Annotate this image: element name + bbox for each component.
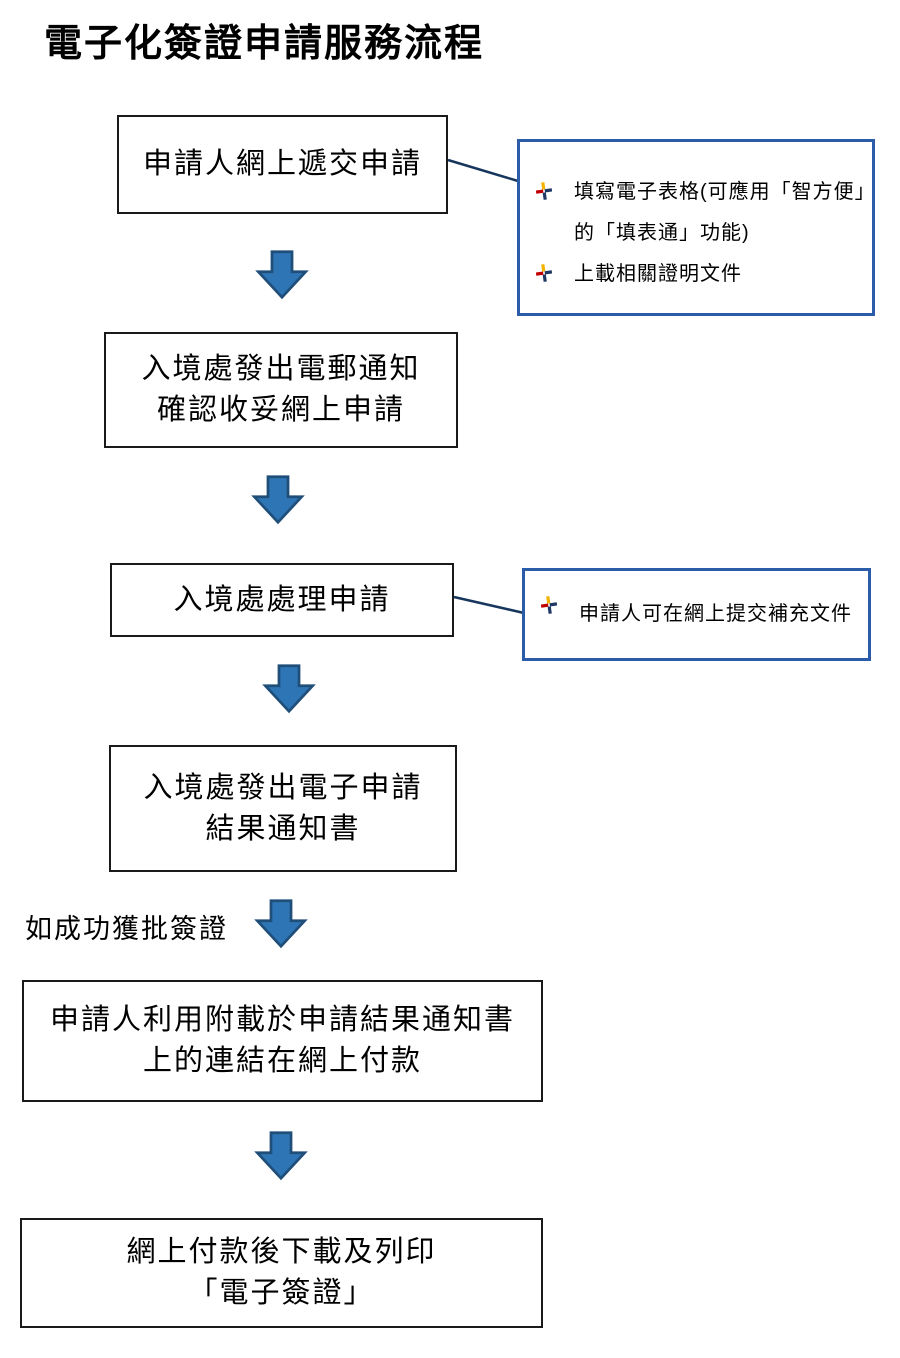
- note-box-submit-details: 填寫電子表格(可應用「智方便」 的「填表通」功能) 上載相關證明文件: [517, 139, 875, 316]
- flow-step-processing: 入境處處理申請: [110, 563, 454, 637]
- flow-step-text: 申請人利用附載於申請結果通知書: [49, 1004, 515, 1036]
- multicolor-plus-bullet-icon: [536, 182, 552, 200]
- flow-step-text: 上的連結在網上付款: [142, 1045, 422, 1077]
- flow-step-text: 結果通知書: [205, 812, 361, 845]
- block-down-arrow-icon: [254, 1131, 308, 1181]
- branch-condition-label: 如成功獲批簽證: [25, 914, 228, 944]
- flow-step-text: 入境處發出電子申請: [143, 771, 423, 804]
- flow-step-text: 網上付款後下載及列印: [126, 1236, 437, 1268]
- note-item: 填寫電子表格(可應用「智方便」 的「填表通」功能): [536, 172, 875, 254]
- flow-step-download-print-evisa: 網上付款後下載及列印 「電子簽證」: [20, 1218, 543, 1328]
- flow-step-result-notification: 入境處發出電子申請 結果通知書: [109, 745, 457, 872]
- flow-step-text: 申請人網上遞交申請: [142, 148, 422, 180]
- flow-step-text: 入境處處理申請: [173, 583, 391, 616]
- note-item: 申請人可在網上提交補充文件: [541, 594, 852, 635]
- connector-line-step3-to-note2: [453, 595, 525, 615]
- flow-step-email-acknowledgement: 入境處發出電郵通知 確認收妥網上申請: [104, 332, 458, 448]
- note-item-text: 申請人可在網上提交補充文件: [579, 603, 852, 625]
- flow-step-text: 確認收妥網上申請: [156, 394, 405, 426]
- page-title: 電子化簽證申請服務流程: [44, 23, 485, 65]
- block-down-arrow-icon: [262, 664, 316, 714]
- flow-step-submit-application: 申請人網上遞交申請: [117, 115, 448, 214]
- multicolor-plus-bullet-icon: [536, 264, 552, 282]
- connector-line-step1-to-note1: [447, 158, 519, 183]
- multicolor-plus-bullet-icon: [541, 596, 557, 614]
- note-item: 上載相關證明文件: [536, 254, 862, 295]
- block-down-arrow-icon: [251, 475, 305, 525]
- flow-step-online-payment: 申請人利用附載於申請結果通知書 上的連結在網上付款: [22, 980, 543, 1102]
- note-item-text: 填寫電子表格(可應用「智方便」 的「填表通」功能): [574, 181, 876, 244]
- note-box-supplementary-documents: 申請人可在網上提交補充文件: [522, 568, 871, 661]
- note-item-text: 上載相關證明文件: [574, 263, 742, 285]
- block-down-arrow-icon: [254, 899, 308, 949]
- flow-step-text: 「電子簽證」: [188, 1277, 375, 1309]
- block-down-arrow-icon: [255, 250, 309, 300]
- flow-step-text: 入境處發出電郵通知: [141, 353, 421, 385]
